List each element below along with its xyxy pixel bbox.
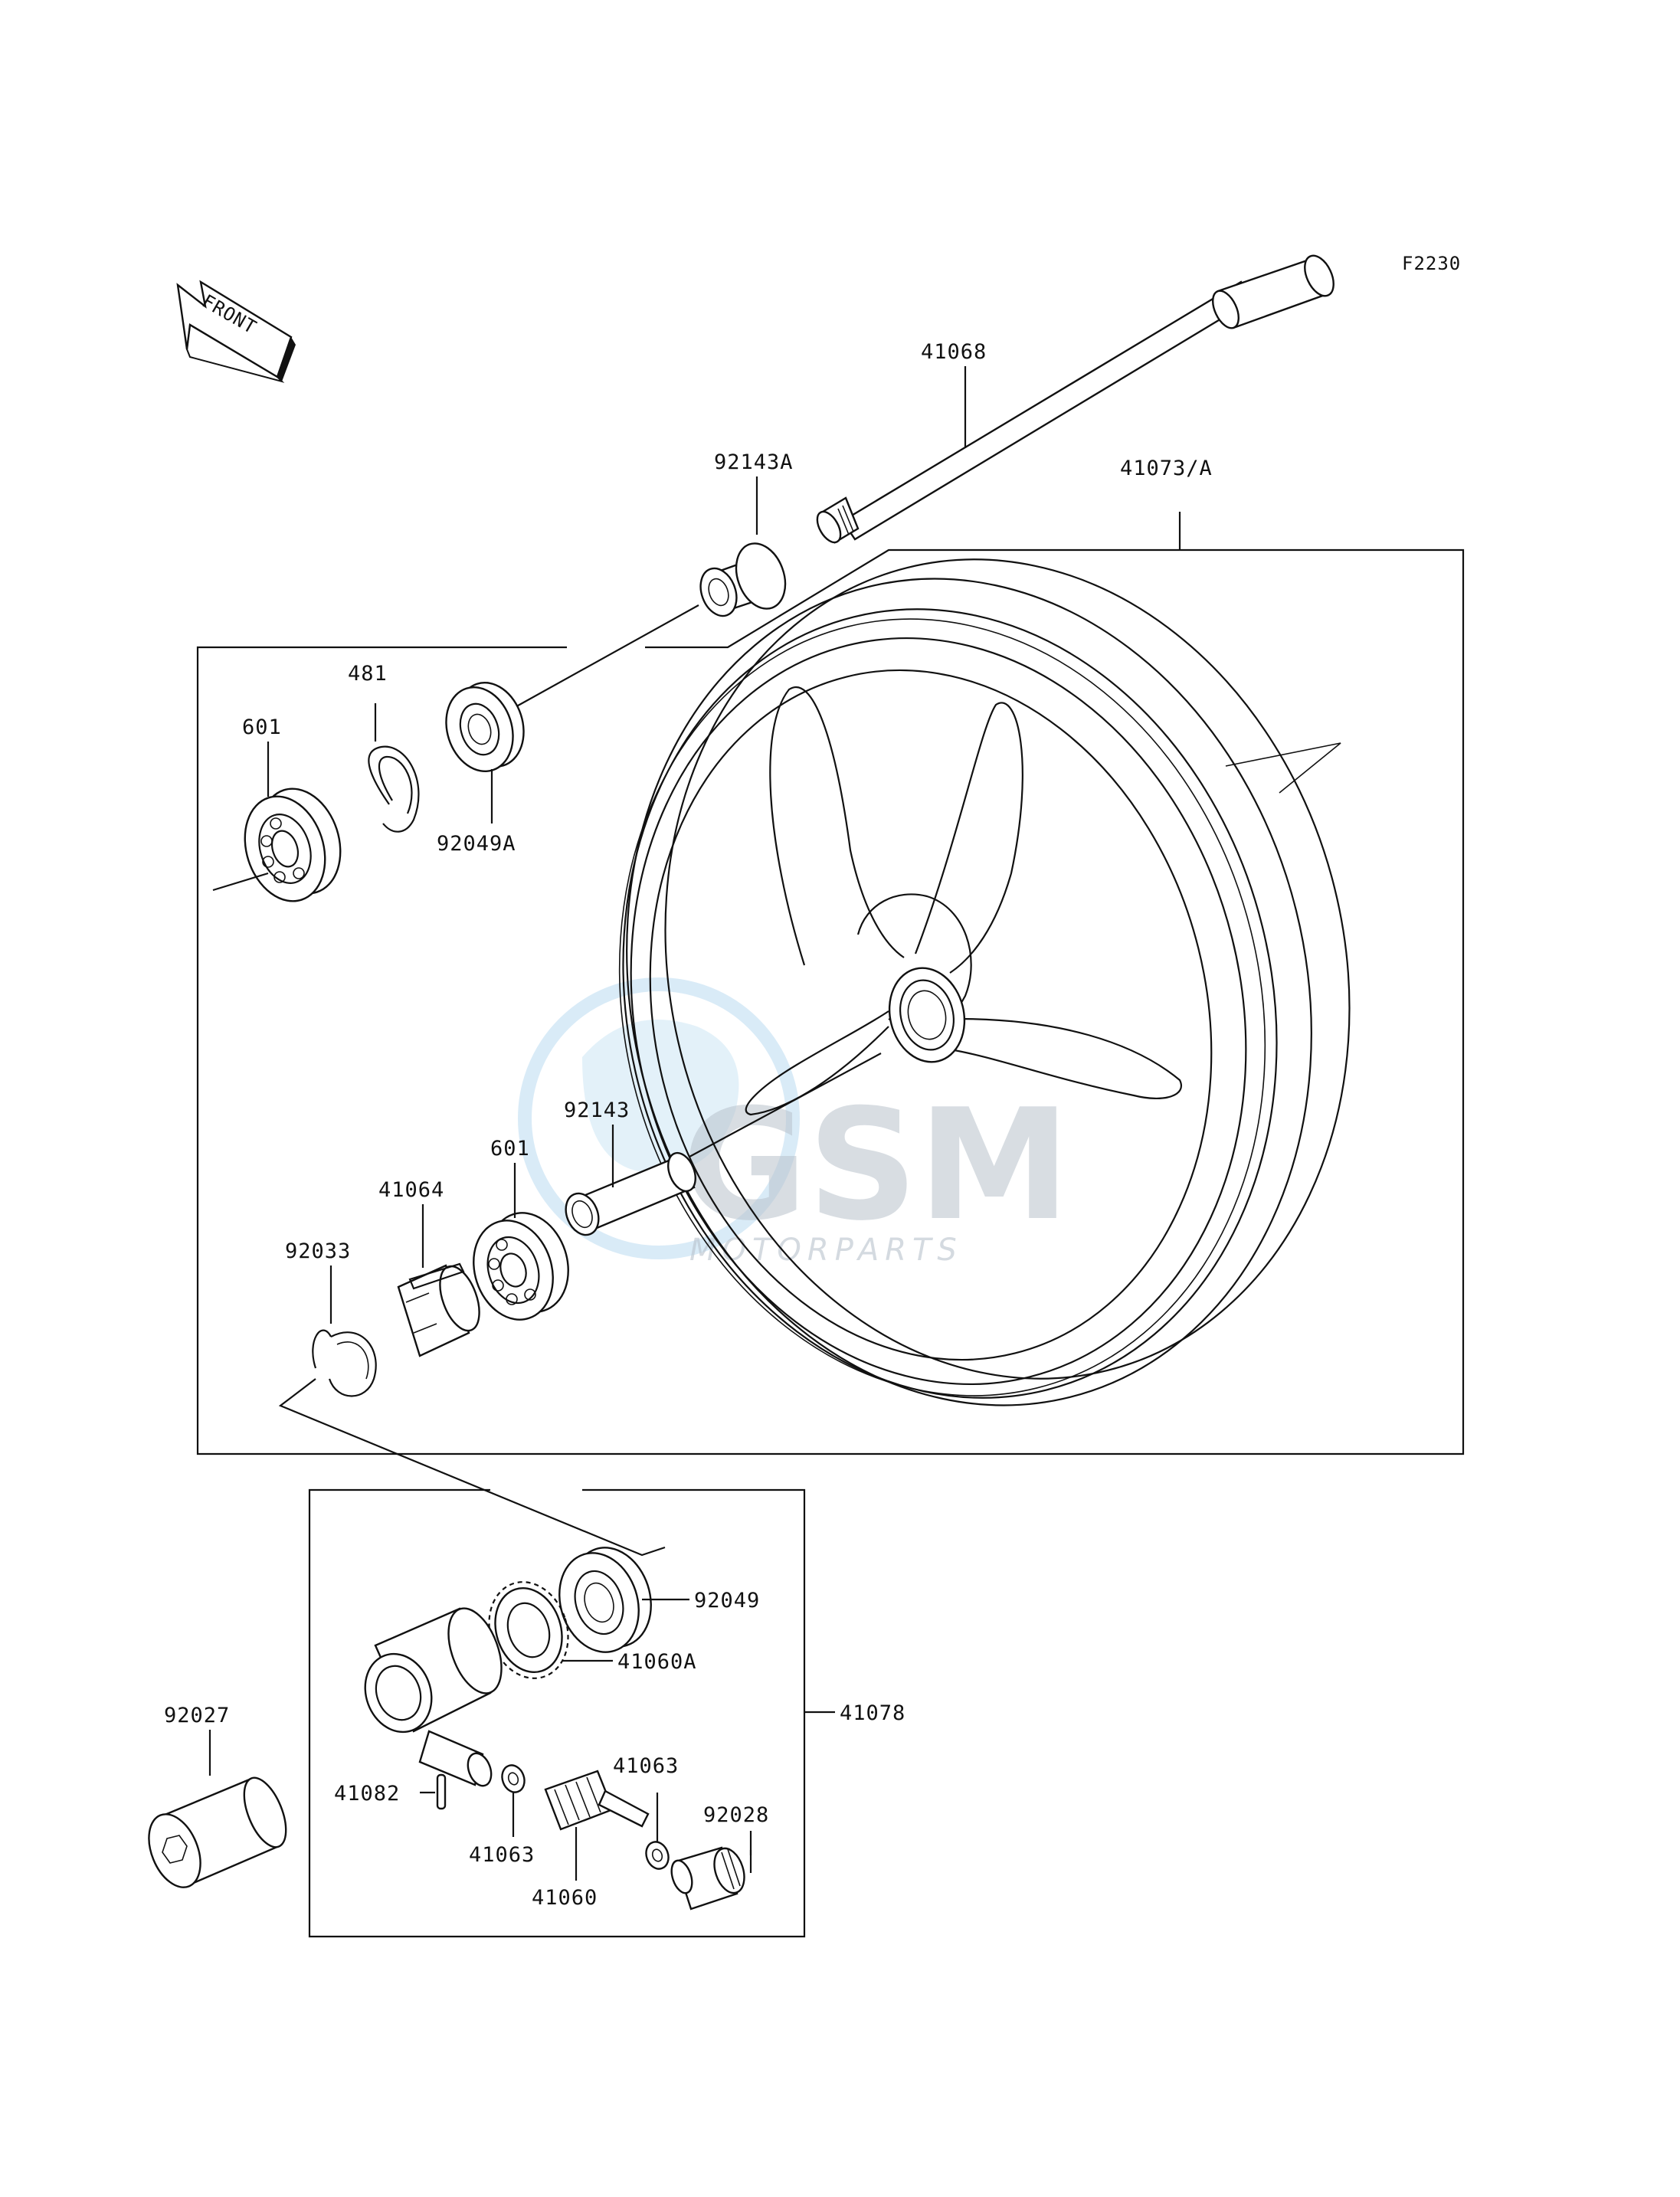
gearbox-housing (364, 1607, 503, 1787)
wheel-assembly-frame (196, 548, 1465, 1455)
bearing-601-left (244, 787, 342, 902)
callout-41082: 41082 (334, 1782, 400, 1806)
axle-41068 (816, 254, 1335, 544)
watermark-sub: MOTORPARTS (689, 1233, 963, 1268)
front-arrow-icon: FRONT (176, 280, 296, 383)
gearbox-frame (308, 1488, 806, 1938)
callout-41060: 41060 (532, 1886, 598, 1910)
wheel-41073A (618, 558, 1351, 1406)
bearing-601-right (473, 1212, 569, 1321)
leader-92143-axis (689, 1053, 882, 1157)
callout-41078: 41078 (840, 1701, 905, 1725)
callout-41060A: 41060A (617, 1650, 697, 1674)
callout-41063b: 41063 (613, 1754, 679, 1778)
callout-92143A: 92143A (714, 450, 794, 474)
spacer-92143 (565, 1151, 696, 1236)
callout-92027: 92027 (164, 1704, 230, 1727)
callout-92143: 92143 (564, 1098, 630, 1122)
holder-41064 (397, 1262, 480, 1357)
bushing-92028 (670, 1846, 745, 1911)
leader-92033-to-gearbox (278, 1378, 666, 1557)
callout-92049A: 92049A (437, 832, 516, 856)
washer-41063-left (501, 1764, 526, 1793)
collar-92143A (699, 542, 787, 617)
leader-601a-axis (212, 872, 269, 892)
callout-92028: 92028 (703, 1803, 769, 1827)
callout-41073A: 41073/A (1120, 457, 1213, 480)
pinion-41060 (544, 1770, 650, 1831)
diagram-code: F2230 (1402, 253, 1461, 274)
circlip-481 (368, 745, 420, 833)
callout-41064: 41064 (378, 1178, 444, 1202)
watermark-brand: GSM (682, 1076, 1070, 1255)
callout-92033: 92033 (285, 1239, 351, 1263)
circlip-92033 (312, 1329, 377, 1397)
callout-41068: 41068 (921, 340, 987, 364)
callout-601a: 601 (242, 715, 282, 739)
plug-92027 (148, 1776, 287, 1888)
washer-41063-right (645, 1841, 670, 1870)
callout-41063a: 41063 (469, 1843, 535, 1867)
leader-92143A-to-seal (505, 604, 699, 713)
callout-92049: 92049 (694, 1589, 760, 1613)
callout-601b: 601 (490, 1137, 530, 1161)
watermark: GSM MOTORPARTS (518, 977, 1070, 1268)
seal-92049 (558, 1547, 652, 1653)
pin-41082 (436, 1773, 447, 1810)
seal-92049A (445, 681, 525, 773)
callout-481: 481 (348, 662, 388, 686)
